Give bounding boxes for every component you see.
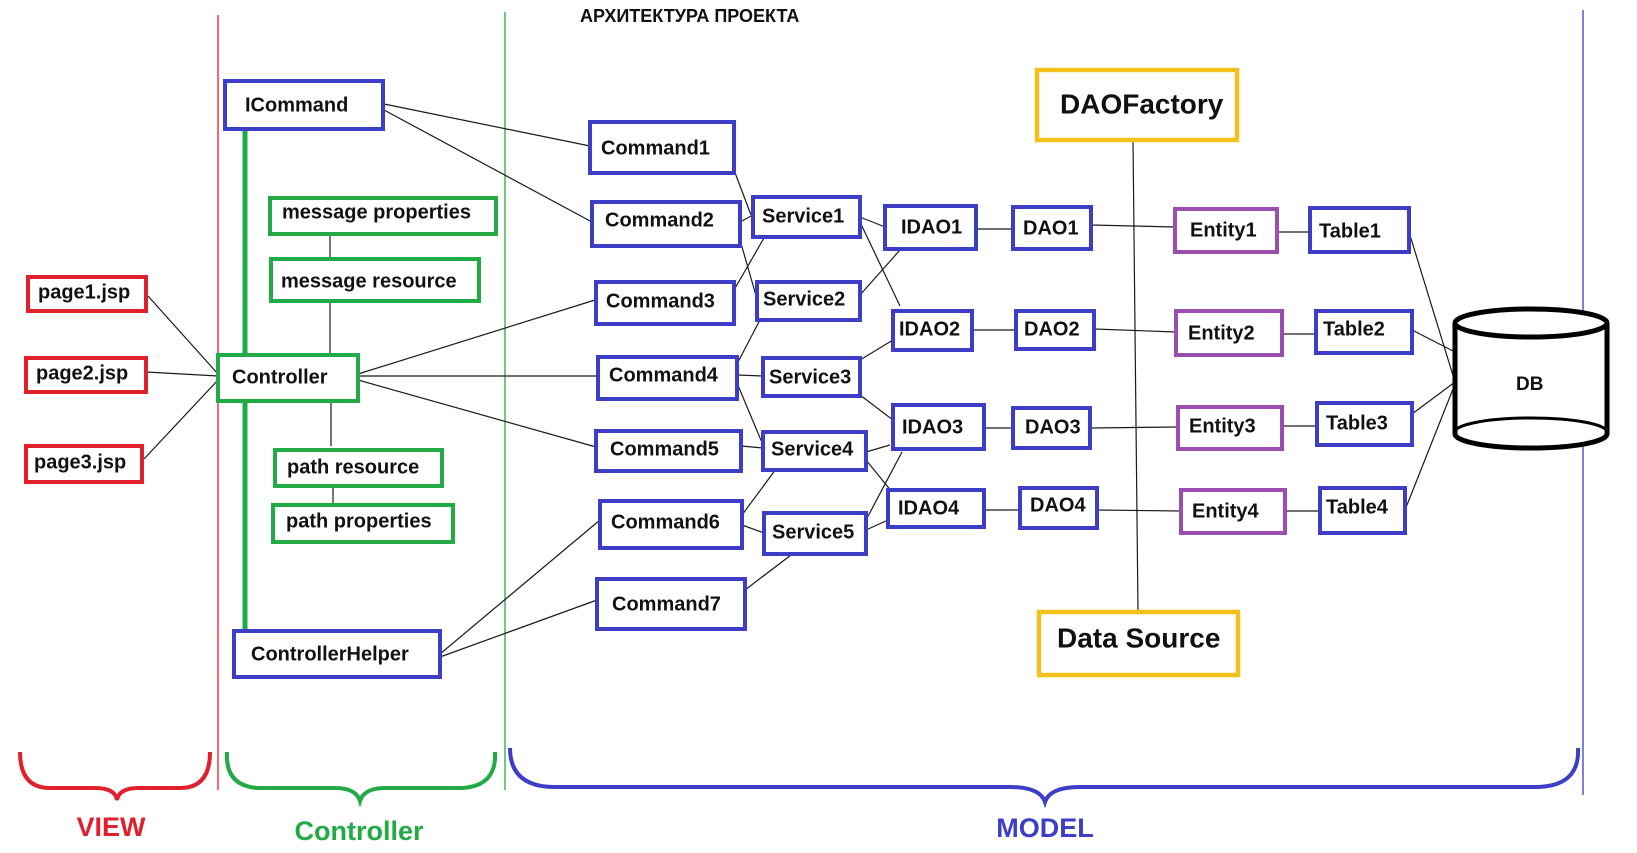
command2-label: Command2 [605,209,714,231]
idao4-label: IDAO4 [898,497,960,519]
controller-label: Controller [232,366,328,388]
path-properties-node[interactable]: path properties [271,503,455,544]
dao-factory-node[interactable]: DAOFactory [1034,67,1240,143]
db-label: DB [1516,374,1543,395]
entity2-node[interactable]: Entity2 [1174,309,1284,357]
path-resource-node[interactable]: path resource [273,448,444,488]
idao3-node[interactable]: IDAO3 [891,403,986,451]
entity2-label: Entity2 [1188,322,1255,344]
path-resource-label: path resource [287,456,419,478]
page2-label: page2.jsp [36,362,128,384]
message-properties-label: message properties [282,201,471,223]
idao4-node[interactable]: IDAO4 [886,488,986,529]
controller-node[interactable]: Controller [216,353,360,403]
diagram-title: АРХИТЕКТУРА ПРОЕКТА [580,6,799,26]
dao1-label: DAO1 [1023,217,1079,239]
controller-brace [224,751,498,808]
command5-label: Command5 [610,438,719,460]
service1-node[interactable]: Service1 [751,195,862,239]
idao1-node[interactable]: IDAO1 [883,204,978,251]
command3-label: Command3 [606,290,715,312]
page3-node[interactable]: page3.jsp [24,444,144,484]
service1-label: Service1 [762,205,844,227]
entity1-label: Entity1 [1190,219,1257,241]
command1-node[interactable]: Command1 [588,120,736,175]
controller-section-label: Controller [294,816,423,846]
page1-node[interactable]: page1.jsp [26,275,148,313]
idao2-label: IDAO2 [899,318,960,340]
entity3-node[interactable]: Entity3 [1176,405,1284,451]
command1-label: Command1 [601,137,710,159]
command6-node[interactable]: Command6 [598,499,744,550]
path-properties-label: path properties [286,510,432,532]
command3-node[interactable]: Command3 [594,280,736,326]
command4-node[interactable]: Command4 [596,355,739,401]
table2-node[interactable]: Table2 [1314,309,1414,355]
command7-node[interactable]: Command7 [595,577,747,631]
table3-node[interactable]: Table3 [1315,401,1414,447]
idao2-node[interactable]: IDAO2 [891,309,974,352]
dao3-node[interactable]: DAO3 [1011,406,1092,450]
page1-label: page1.jsp [38,281,130,303]
service5-node[interactable]: Service5 [762,511,868,556]
entity4-node[interactable]: Entity4 [1179,488,1287,535]
service4-node[interactable]: Service4 [761,430,868,472]
dao3-label: DAO3 [1025,416,1081,438]
dao2-label: DAO2 [1024,318,1080,340]
dao2-node[interactable]: DAO2 [1014,309,1096,351]
data-source-node[interactable]: Data Source [1036,609,1241,678]
dao-factory-label: DAOFactory [1060,88,1224,119]
service5-label: Service5 [772,521,854,543]
table1-label: Table1 [1319,220,1381,242]
dao4-label: DAO4 [1030,494,1086,516]
command4-label: Command4 [609,364,719,386]
dao1-node[interactable]: DAO1 [1011,205,1093,251]
controller-helper-node[interactable]: ControllerHelper [232,629,442,679]
icommand-node[interactable]: ICommand [223,79,385,131]
data-source-label: Data Source [1057,622,1220,653]
service3-node[interactable]: Service3 [761,356,862,398]
db-node[interactable]: DB [1452,306,1610,451]
entity3-label: Entity3 [1189,415,1256,437]
table1-node[interactable]: Table1 [1308,206,1411,254]
message-properties-node[interactable]: message properties [268,196,498,236]
command6-label: Command6 [611,511,720,533]
table3-label: Table3 [1326,412,1388,434]
command7-label: Command7 [612,593,721,615]
table4-label: Table4 [1326,496,1389,518]
connector-lines [143,103,1456,658]
message-resource-node[interactable]: message resource [269,257,481,303]
idao1-label: IDAO1 [901,216,962,238]
entity1-node[interactable]: Entity1 [1173,207,1279,254]
page3-label: page3.jsp [34,451,126,473]
dao4-node[interactable]: DAO4 [1018,486,1099,530]
message-resource-label: message resource [281,270,457,292]
table4-node[interactable]: Table4 [1318,486,1407,535]
service4-label: Service4 [771,438,854,460]
entity4-label: Entity4 [1192,500,1260,522]
service2-node[interactable]: Service2 [755,280,862,322]
model-section-label: MODEL [996,813,1094,843]
view-section-label: VIEW [76,812,146,842]
command5-node[interactable]: Command5 [594,429,743,473]
service3-label: Service3 [769,366,851,388]
table2-label: Table2 [1323,318,1385,340]
service2-label: Service2 [763,288,845,310]
model-brace [508,747,1581,809]
controller-helper-label: ControllerHelper [251,643,409,665]
idao3-label: IDAO3 [902,416,963,438]
view-brace [18,751,212,801]
page2-node[interactable]: page2.jsp [24,356,148,394]
icommand-label: ICommand [245,94,348,116]
command2-node[interactable]: Command2 [590,200,742,248]
